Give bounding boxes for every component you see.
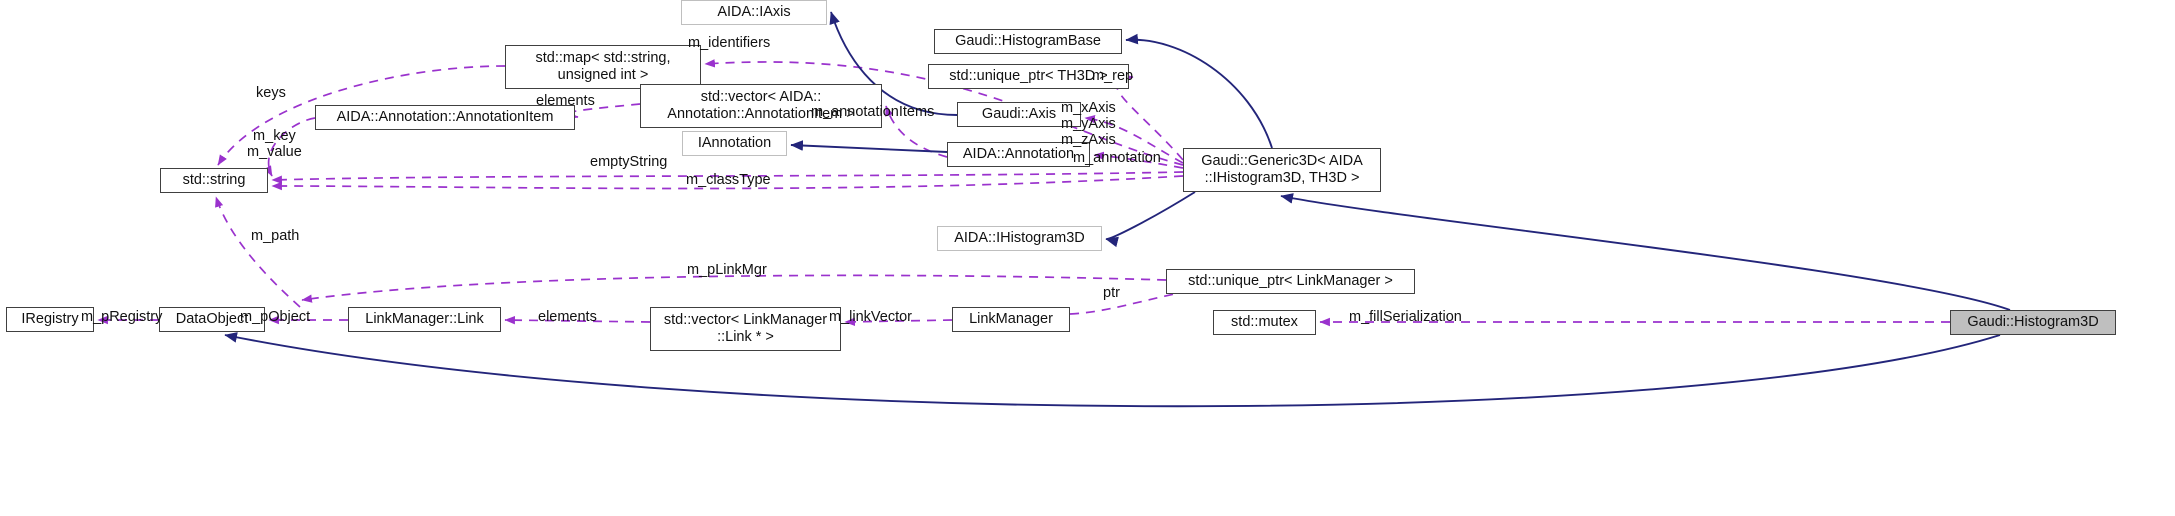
edge-label-ptr: ptr [1103, 285, 1120, 301]
edge-m-class-type [271, 175, 1184, 191]
node-aida-annotation[interactable]: AIDA::Annotation [947, 142, 1090, 167]
node-dataobject[interactable]: DataObject [159, 307, 265, 332]
edge-label-m-axes: m_xAxis m_yAxis m_zAxis [1061, 100, 1116, 148]
node-aida-iaxis[interactable]: AIDA::IAxis [681, 0, 827, 25]
edge-label-m-rep: m_rep [1092, 68, 1134, 84]
node-gaudi-generic3d[interactable]: Gaudi::Generic3D< AIDA ::IHistogram3D, T… [1183, 148, 1381, 192]
node-gaudi-axis[interactable]: Gaudi::Axis [957, 102, 1081, 127]
edge-inherit-annotation-iannotation [790, 140, 948, 153]
node-gaudi-histogram3d[interactable]: Gaudi::Histogram3D [1950, 310, 2116, 335]
edge-empty-string [271, 171, 1184, 184]
node-iregistry[interactable]: IRegistry [6, 307, 94, 332]
inheritance-edges [224, 11, 2011, 408]
edge-label-m-identifiers: m_identifiers [688, 35, 771, 51]
node-vector-link-ptr[interactable]: std::vector< LinkManager ::Link * > [650, 307, 841, 351]
edge-inherit-generic3d-ihist3d [1105, 191, 1196, 247]
edge-label-m-pregistry: m_pRegistry [81, 309, 163, 325]
edge-label-m-linkvector: m_linkVector [829, 309, 913, 325]
node-std-map[interactable]: std::map< std::string, unsigned int > [505, 45, 701, 89]
edge-elements-link [504, 315, 651, 325]
edge-keys [217, 65, 506, 166]
usage-edges [97, 59, 1950, 327]
edge-m-key-value [263, 117, 316, 177]
edge-m-rep [1115, 73, 1184, 161]
edge-label-m-annotation: m_annotation [1073, 150, 1161, 166]
edge-label-m-plinkmgr: m_pLinkMgr [687, 262, 767, 278]
edge-m-linkvector [844, 317, 953, 327]
node-std-mutex[interactable]: std::mutex [1213, 310, 1316, 335]
edge-inherit-hist3d-dataobject [224, 332, 2001, 408]
node-std-string[interactable]: std::string [160, 168, 268, 193]
edge-label-keys: keys [256, 85, 286, 101]
node-vector-annotationitem[interactable]: std::vector< AIDA:: Annotation::Annotati… [640, 84, 882, 128]
edge-label-m-key-m-value: m_key m_value [247, 128, 302, 160]
node-aida-ihistogram3d[interactable]: AIDA::IHistogram3D [937, 226, 1102, 251]
edge-m-plinkmgr [301, 274, 1167, 303]
node-annotation-item[interactable]: AIDA::Annotation::AnnotationItem [315, 105, 575, 130]
edge-label-elements-annotation: elements [536, 93, 595, 109]
node-unique-ptr-linkmanager[interactable]: std::unique_ptr< LinkManager > [1166, 269, 1415, 294]
node-linkmanager[interactable]: LinkManager [952, 307, 1070, 332]
edge-inherit-axis-iaxis [829, 11, 958, 116]
edge-label-empty-string: emptyString [590, 154, 668, 170]
edge-label-m-path: m_path [251, 228, 300, 244]
edge-inherit-hist3d-generic3d [1280, 193, 2011, 311]
node-unique-ptr-th3d[interactable]: std::unique_ptr< TH3D > [928, 64, 1129, 89]
edge-m-identifiers [704, 59, 1184, 166]
node-gaudi-histogrambase[interactable]: Gaudi::HistogramBase [934, 29, 1122, 54]
edge-m-annotation-items [885, 105, 948, 158]
edge-label-m-class-type: m_classType [686, 172, 771, 188]
node-iannotation[interactable]: IAnnotation [682, 131, 787, 156]
edge-m-annotation [1093, 151, 1184, 169]
edge-label-m-fill-serialization: m_fillSerialization [1349, 309, 1462, 325]
edge-inherit-generic3d-histbase [1125, 33, 1273, 149]
edge-label-m-annotation-items: m_annotationItems [811, 104, 935, 120]
node-linkmanager-link[interactable]: LinkManager::Link [348, 307, 501, 332]
edge-m-axes [1084, 114, 1184, 164]
edge-m-path [215, 196, 301, 308]
edge-label-elements-link: elements [538, 309, 597, 325]
edge-label-m-pobject: m_pObject [240, 309, 311, 325]
